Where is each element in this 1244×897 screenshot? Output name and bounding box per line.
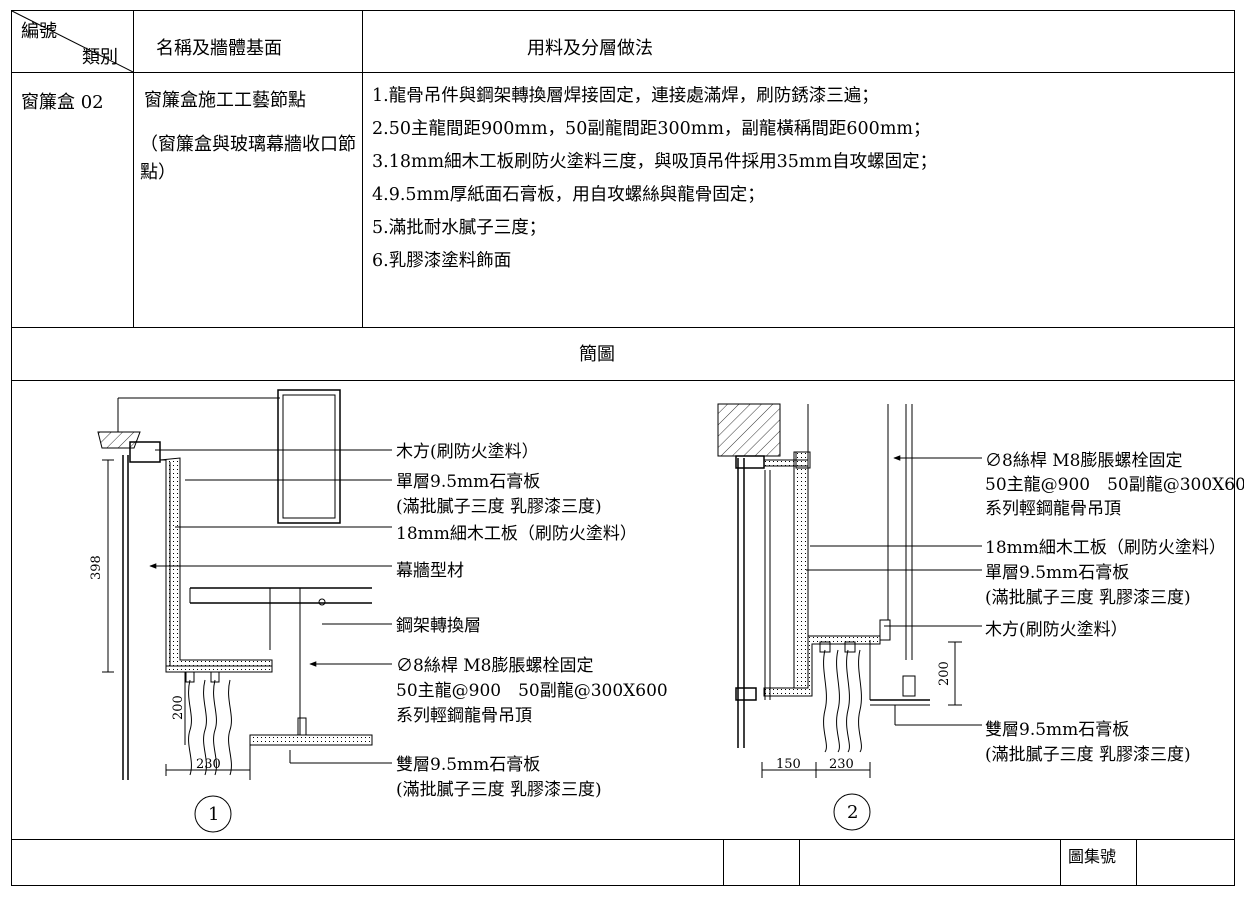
d1-label-gypsum2-note: (滿批膩子三度 乳膠漆三度): [396, 780, 602, 800]
atlas-number-label: 圖集號: [1068, 847, 1117, 866]
method-step: 4.9.5mm厚紙面石膏板，用自攻螺絲與龍骨固定；: [372, 185, 765, 205]
d1-label-keel: 50主龍@900 50副龍@300X600: [396, 681, 668, 701]
d2-dim-depth: 200: [937, 661, 952, 686]
d1-label-gypsum1: 單層9.5mm石膏板: [396, 471, 540, 492]
d1-dim-height: 398: [89, 555, 104, 580]
d2-label-board: 18mm細木工板（刷防火塗料）: [985, 537, 1226, 558]
d2-label-gypsum2: 雙層9.5mm石膏板: [985, 719, 1129, 740]
d1-label-gypsum2: 雙層9.5mm石膏板: [396, 754, 540, 775]
corner-diagonal: [11, 10, 134, 73]
corner-top-label: 編號: [21, 21, 57, 42]
d2-label-gypsum2-note: (滿批膩子三度 乳膠漆三度): [985, 745, 1191, 765]
corner-bottom-label: 類別: [82, 47, 118, 68]
d2-label-gypsum1-note: (滿批膩子三度 乳膠漆三度): [985, 588, 1191, 608]
d1-dim-depth: 200: [171, 695, 186, 720]
d1-number: 1: [208, 804, 219, 825]
d2-dim-w2: 230: [829, 757, 854, 772]
method-step: 1.龍骨吊件與鋼架轉換層焊接固定，連接處滿焊，刷防銹漆三遍；: [372, 86, 879, 106]
diagram-1: [97, 389, 392, 833]
method-step: 5.滿批耐水膩子三度；: [372, 218, 547, 238]
diagram-2: [717, 403, 982, 831]
d2-label-keel: 50主龍@900 50副龍@300X600: [985, 475, 1244, 495]
d1-dim-width: 230: [196, 757, 221, 772]
d2-label-wood: 木方(刷防火塗料）: [985, 619, 1128, 640]
d2-label-gypsum1: 單層9.5mm石膏板: [985, 562, 1129, 583]
method-step: 3.18mm細木工板刷防火塗料三度，與吸頂吊件採用35mm自攻螺固定；: [372, 152, 938, 172]
method-step: 6.乳膠漆塗料飾面: [372, 251, 512, 271]
d2-number: 2: [847, 802, 858, 823]
sketch-title: 簡圖: [579, 344, 615, 365]
d2-label-keel2: 系列輕鋼龍骨吊頂: [985, 499, 1121, 519]
d1-label-wood: 木方(刷防火塗料）: [396, 441, 539, 462]
d1-label-board: 18mm細木工板（刷防火塗料）: [396, 523, 637, 544]
d1-label-curtain: 幕牆型材: [396, 561, 464, 581]
d2-label-rod: ∅8絲桿 M8膨脹螺栓固定: [985, 451, 1182, 471]
d1-label-gypsum1-note: (滿批膩子三度 乳膠漆三度): [396, 497, 602, 517]
d1-label-steel: 鋼架轉換層: [396, 616, 481, 636]
col-name-header: 名稱及牆體基面: [156, 38, 282, 59]
item-name: 窗簾盒施工工藝節點: [144, 90, 306, 111]
d1-label-rod: ∅8絲桿 M8膨脹螺栓固定: [396, 656, 593, 676]
d2-dim-w1: 150: [776, 757, 801, 772]
d1-label-keel2: 系列輕鋼龍骨吊頂: [396, 706, 532, 726]
method-steps: 1.龍骨吊件與鋼架轉換層焊接固定，連接處滿焊，刷防銹漆三遍； 2.50主龍間距9…: [372, 80, 937, 278]
method-step: 2.50主龍間距900mm，50副龍間距300mm，副龍橫稱間距600mm；: [372, 119, 931, 139]
item-name-sub: （窗簾盒與玻璃幕牆收口節點）: [140, 134, 356, 183]
col-method-header: 用料及分層做法: [527, 38, 653, 59]
item-code: 窗簾盒 02: [21, 92, 104, 113]
